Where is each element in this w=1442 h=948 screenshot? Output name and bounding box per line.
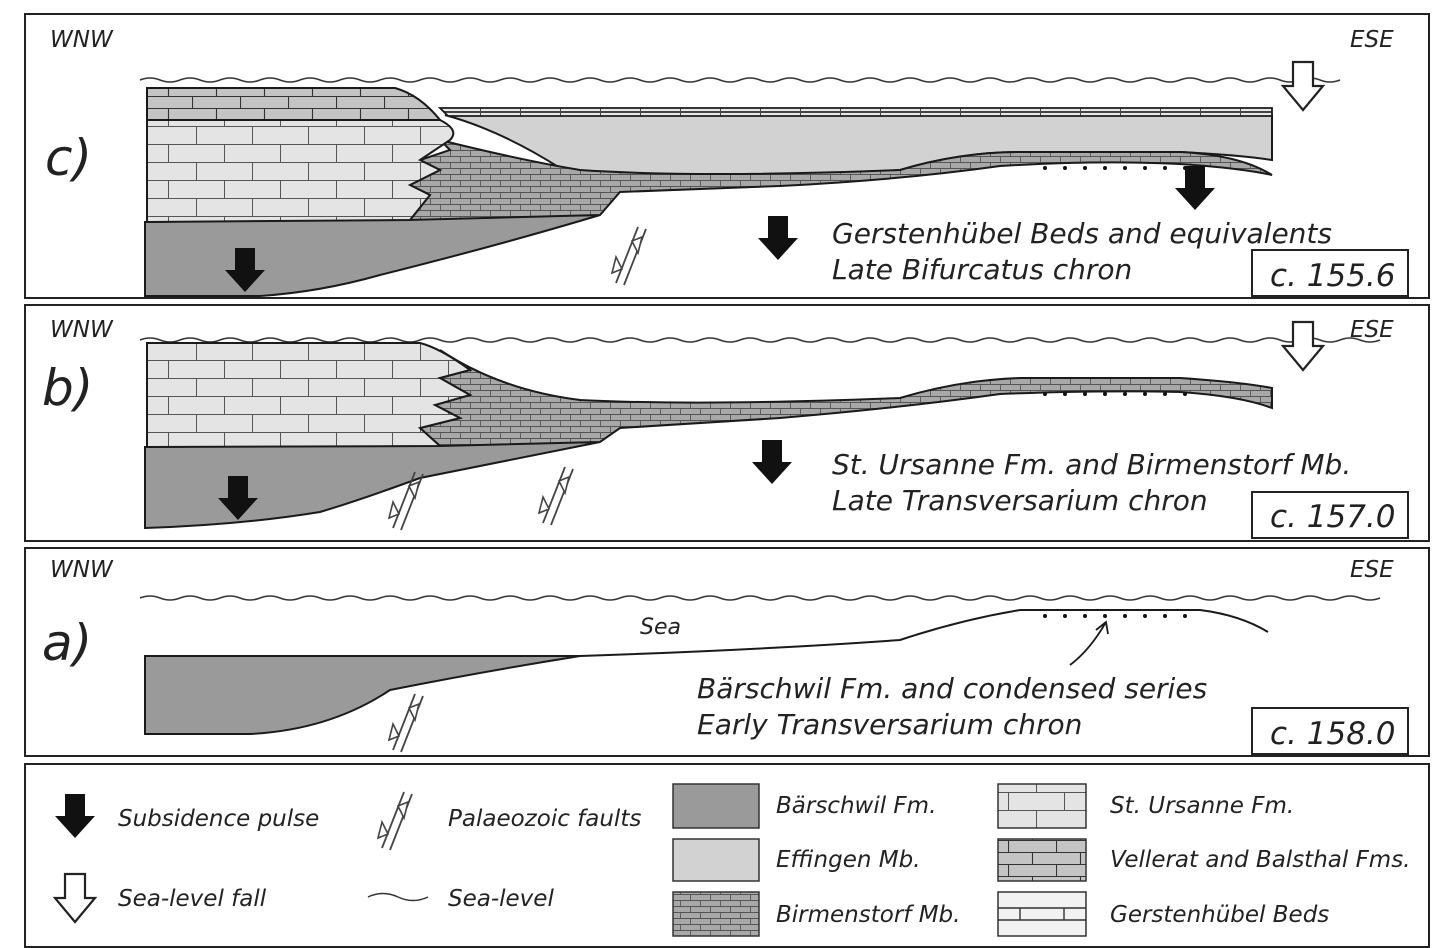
panel-a-caption-1: Bärschwil Fm. and condensed series (697, 672, 1207, 705)
legend: Subsidence pulse Sea-level fall Palaeozo… (24, 763, 1430, 948)
panel-b-age: c. 157.0 (1270, 499, 1396, 535)
panel-a: WNW ESE a) Sea Bärschwil Fm. and condens… (24, 547, 1430, 757)
panel-c-birmenstorf-mb (407, 138, 1273, 222)
panel-b-barschwil-fm (144, 441, 601, 530)
legend-sealevel-label: Sea-level (448, 886, 554, 912)
panel-b-left-dir: WNW (50, 317, 114, 343)
legend-vellerat-swatch (997, 838, 1087, 882)
legend-sealevel-fall-label: Sea-level fall (118, 886, 267, 912)
panel-c-sea-level (139, 77, 1341, 83)
panel-a-condensed-series (1043, 614, 1187, 618)
panel-c-letter: c) (45, 129, 92, 187)
panel-b-sea-level (139, 337, 1381, 343)
legend-effingen-label: Effingen Mb. (776, 847, 921, 873)
legend-birmenstorf-swatch (672, 891, 760, 937)
panel-b: WNW ESE b) St. Ursanne Fm. and Birmensto… (24, 304, 1430, 542)
panel-a-age: c. 158.0 (1270, 716, 1396, 752)
legend-gerstenhubel-pattern (998, 907, 1086, 921)
panel-c-caption-1: Gerstenhübel Beds and equivalents (832, 217, 1332, 250)
panel-a-caption-2: Early Transversarium chron (697, 708, 1082, 741)
legend-gerstenhubel-swatch (997, 891, 1087, 937)
legend-gerstenhubel-label: Gerstenhübel Beds (1110, 902, 1329, 928)
panel-b-caption-2: Late Transversarium chron (832, 484, 1208, 517)
panel-c-vellerat-fms (146, 87, 443, 121)
panel-a-pointer-arrow (1069, 620, 1109, 666)
legend-st-ursanne-label: St. Ursanne Fm. (1110, 793, 1294, 819)
panel-b-condensed-series (1043, 392, 1187, 396)
panel-a-right-dir: ESE (1350, 557, 1394, 583)
legend-sealevel-icon (367, 892, 429, 902)
panel-c-age: c. 155.6 (1270, 258, 1396, 294)
panel-c-st-ursanne-fm (146, 119, 455, 224)
panel-a-seafloor (145, 609, 1269, 657)
legend-barschwil-label: Bärschwil Fm. (776, 793, 936, 819)
panel-a-age-box (1251, 707, 1409, 755)
legend-barschwil-swatch (672, 783, 760, 829)
legend-subsidence-label: Subsidence pulse (118, 806, 319, 832)
legend-birmenstorf-label: Birmenstorf Mb. (776, 902, 960, 928)
panel-c-gerstenhubel-beds (437, 107, 1273, 117)
panel-b-caption-1: St. Ursanne Fm. and Birmenstorf Mb. (832, 448, 1351, 481)
panel-c: WNW ESE c) Gerstenhübel Beds and equival… (24, 13, 1430, 299)
legend-vellerat-label: Vellerat and Balsthal Fms. (1110, 847, 1411, 873)
panel-c-caption-2: Late Bifurcatus chron (832, 253, 1132, 286)
legend-st-ursanne-swatch (997, 783, 1087, 829)
legend-effingen-swatch (672, 838, 760, 882)
panel-c-condensed-series (1043, 166, 1187, 170)
panel-a-left-dir: WNW (50, 557, 114, 583)
panel-b-st-ursanne-fm (146, 342, 473, 449)
panel-a-letter: a) (42, 614, 92, 672)
panel-c-left-dir: WNW (50, 27, 114, 53)
panel-b-age-box (1251, 491, 1409, 539)
panel-a-sea-level (139, 595, 1381, 601)
panel-a-sea-label: Sea (640, 615, 681, 640)
panel-b-birmenstorf-mb (417, 349, 1273, 448)
panel-c-right-dir: ESE (1350, 27, 1394, 53)
panel-b-letter: b) (42, 359, 93, 417)
panel-a-barschwil-fm (144, 655, 581, 735)
panel-c-age-box (1251, 249, 1409, 297)
legend-faults-label: Palaeozoic faults (448, 806, 641, 832)
